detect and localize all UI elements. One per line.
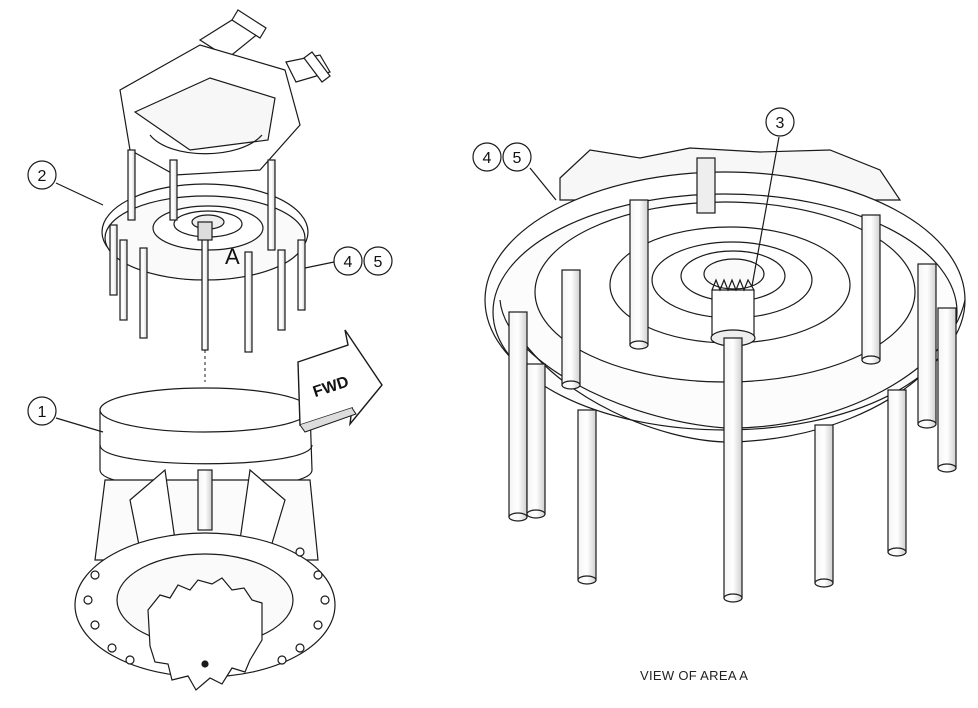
callout-label-4-left: 4	[344, 254, 353, 271]
callout-label-5-right: 5	[513, 150, 522, 167]
callout-bubble-2	[27, 160, 57, 190]
callout-label-5-left: 5	[374, 254, 383, 271]
detail-mounting-studs	[508, 157, 957, 603]
callout-bubble-5-left	[363, 246, 393, 276]
callout-bubble-1	[27, 396, 57, 426]
forward-direction-arrow: FWD	[297, 329, 383, 433]
callout-label-4-right: 4	[483, 150, 492, 167]
final-drive-gearbox	[74, 387, 336, 691]
detail-shaft-spline	[710, 278, 756, 347]
callout-bubble-4-left	[333, 246, 363, 276]
travel-motor-assembly	[101, 9, 331, 353]
callout-label-2: 2	[38, 168, 47, 185]
flange-bolt-holes	[83, 547, 330, 665]
area-a-marker: A	[225, 244, 240, 269]
detail-view-area-a	[484, 147, 966, 603]
callout-bubble-5-right	[502, 142, 532, 172]
callout-label-3: 3	[776, 115, 785, 132]
output-gear	[147, 577, 263, 691]
input-shaft	[201, 227, 209, 351]
leader-line-4-5-right	[529, 167, 557, 201]
callout-label-1: 1	[38, 404, 47, 421]
leader-line-1	[55, 417, 104, 433]
detail-view-caption: VIEW OF AREA A	[640, 668, 749, 683]
callout-bubble-4-right	[472, 142, 502, 172]
callout-bubble-3	[765, 107, 795, 137]
leader-line-4-5-left	[304, 261, 335, 269]
mounting-studs	[109, 149, 306, 353]
leader-line-2	[55, 182, 104, 206]
leader-line-3	[751, 136, 780, 287]
